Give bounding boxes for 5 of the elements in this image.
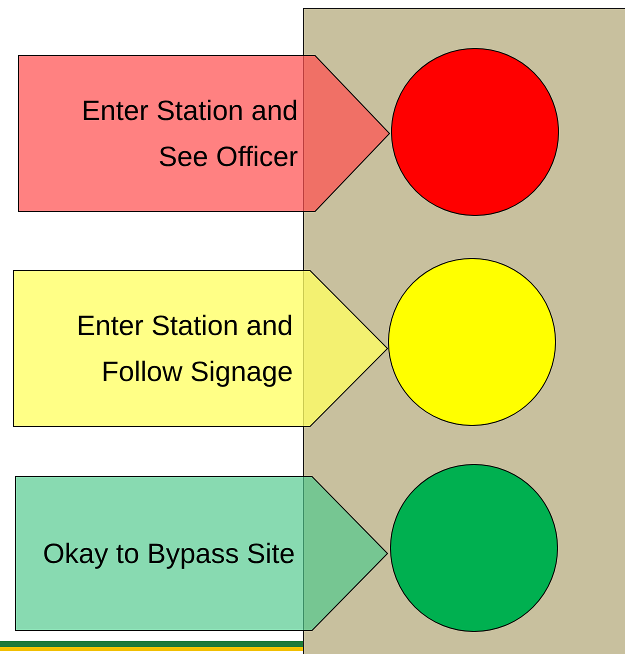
callout-text: Enter Station and Follow Signage bbox=[76, 308, 293, 389]
traffic-light-panel bbox=[303, 8, 625, 654]
callout-arrow bbox=[15, 476, 388, 631]
callout-text: Okay to Bypass Site bbox=[42, 536, 295, 571]
callout-text: Enter Station and See Officer bbox=[80, 94, 298, 174]
